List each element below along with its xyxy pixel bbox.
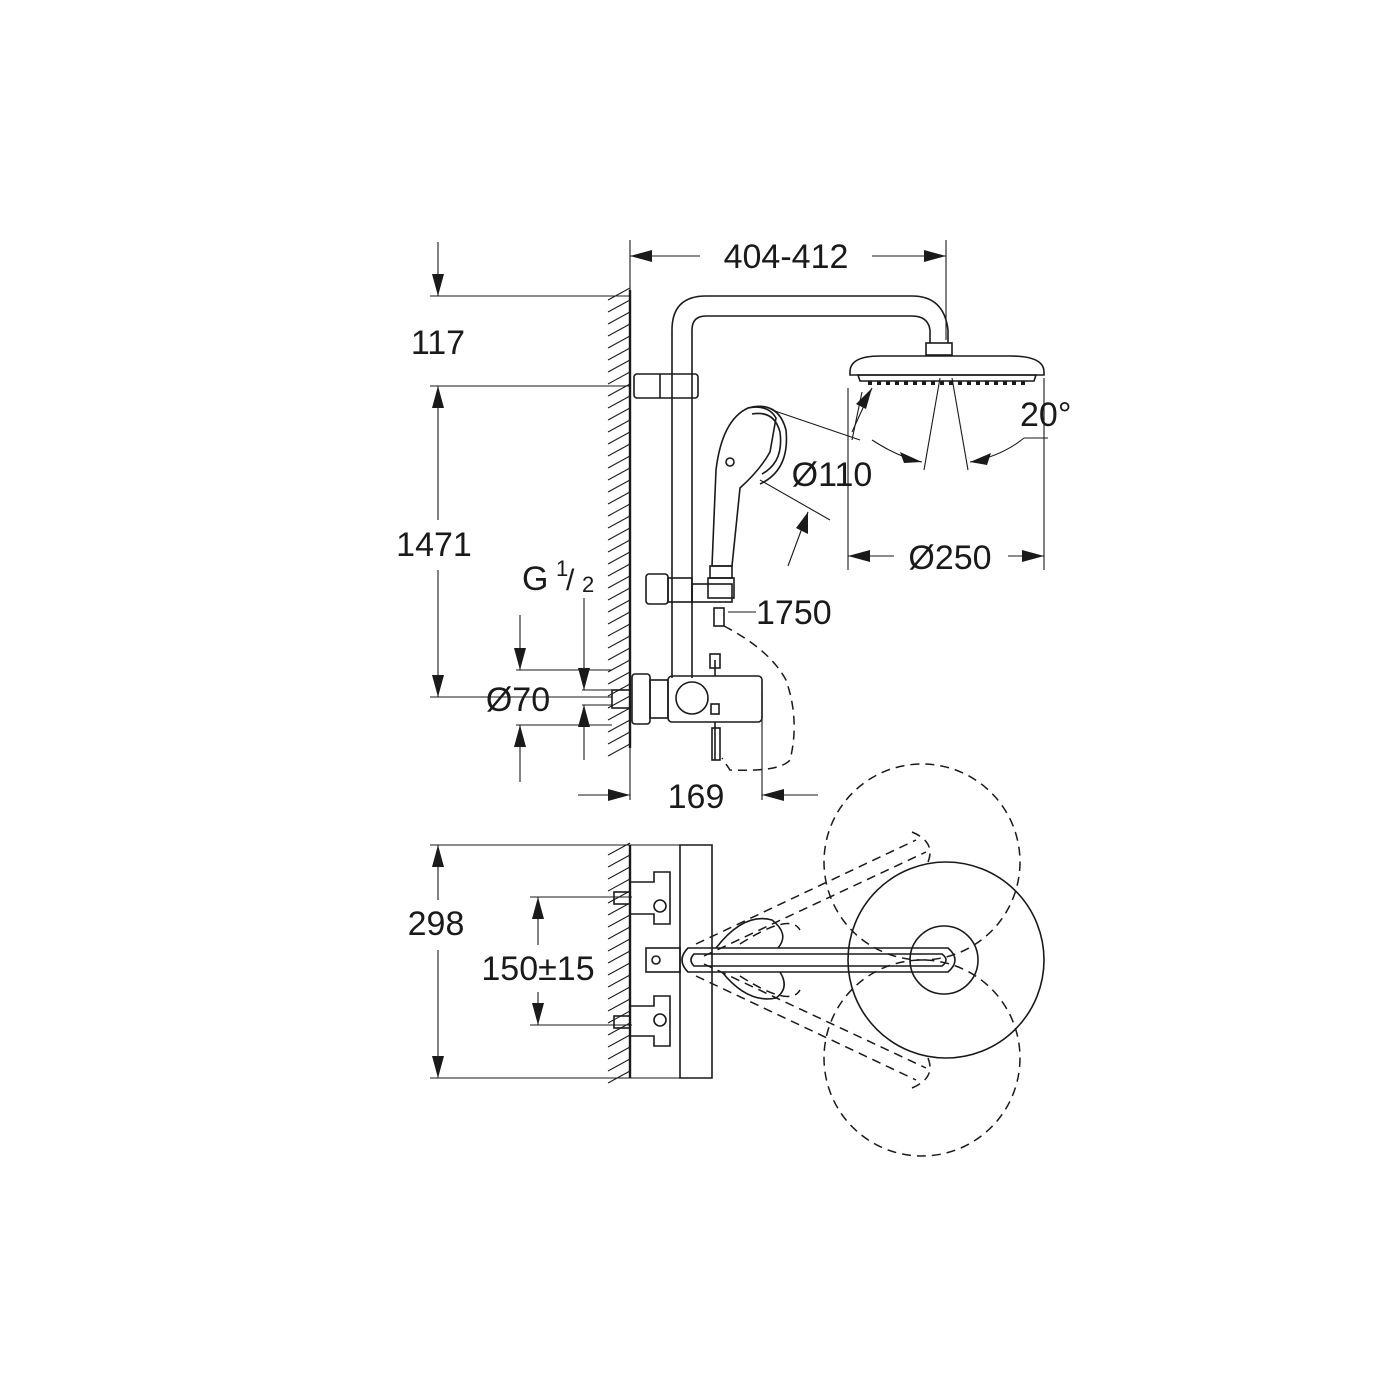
extension-lines <box>430 240 1045 800</box>
dimension-label-hand-diameter: Ø110 <box>792 456 873 494</box>
dimension-label-connection-spacing: 150±15 <box>481 950 594 988</box>
dimension-rail-height: 1471 <box>396 386 472 697</box>
mixer-plan <box>613 844 713 1079</box>
dimension-mixer-projection: 169 <box>578 778 818 816</box>
hand-shower-elevation: Ø110 <box>707 391 873 599</box>
dimension-label-tilt-angle: 20° <box>1020 396 1071 434</box>
dimension-rosette: Ø70 <box>486 615 550 782</box>
arm-plan <box>645 917 956 1000</box>
dimension-label-hose-length: 1750 <box>756 594 832 632</box>
dimension-plan-depth: 298 <box>408 844 712 1079</box>
thread-denominator: 2 <box>582 572 594 597</box>
thread-numerator: 1 <box>556 556 568 581</box>
thread-slash: / <box>566 564 575 597</box>
dimension-label-mixer-projection: 169 <box>668 778 725 816</box>
dimension-label-top-offset: 117 <box>411 324 465 362</box>
dimension-label-arm-length: 404-412 <box>724 238 849 276</box>
dimension-label-rail-height: 1471 <box>396 526 472 564</box>
shower-column <box>633 295 949 678</box>
dimension-label-plan-depth: 298 <box>408 905 465 943</box>
dimension-thread: G 1 / 2 <box>522 556 594 760</box>
thread-base: G <box>522 560 548 598</box>
dimension-label-rosette: Ø70 <box>486 681 550 719</box>
dimension-label-head-diameter: Ø250 <box>908 539 991 577</box>
dimension-top-offset: 117 <box>411 242 465 362</box>
rail-slider <box>645 573 733 605</box>
hose: 1750 <box>713 594 832 772</box>
tilt-angle: 20° <box>851 377 1071 471</box>
mixer-elevation <box>611 653 763 761</box>
dimension-arm-length: 404-412 <box>630 238 946 276</box>
swivel-positions <box>695 763 1021 1157</box>
dimension-connection-spacing: 150±15 <box>481 896 632 1026</box>
dimension-head-diameter: Ø250 <box>848 539 1044 577</box>
wall-elevation <box>607 287 632 757</box>
wall-plan <box>607 842 632 1084</box>
head-shower-elevation <box>849 342 1045 385</box>
